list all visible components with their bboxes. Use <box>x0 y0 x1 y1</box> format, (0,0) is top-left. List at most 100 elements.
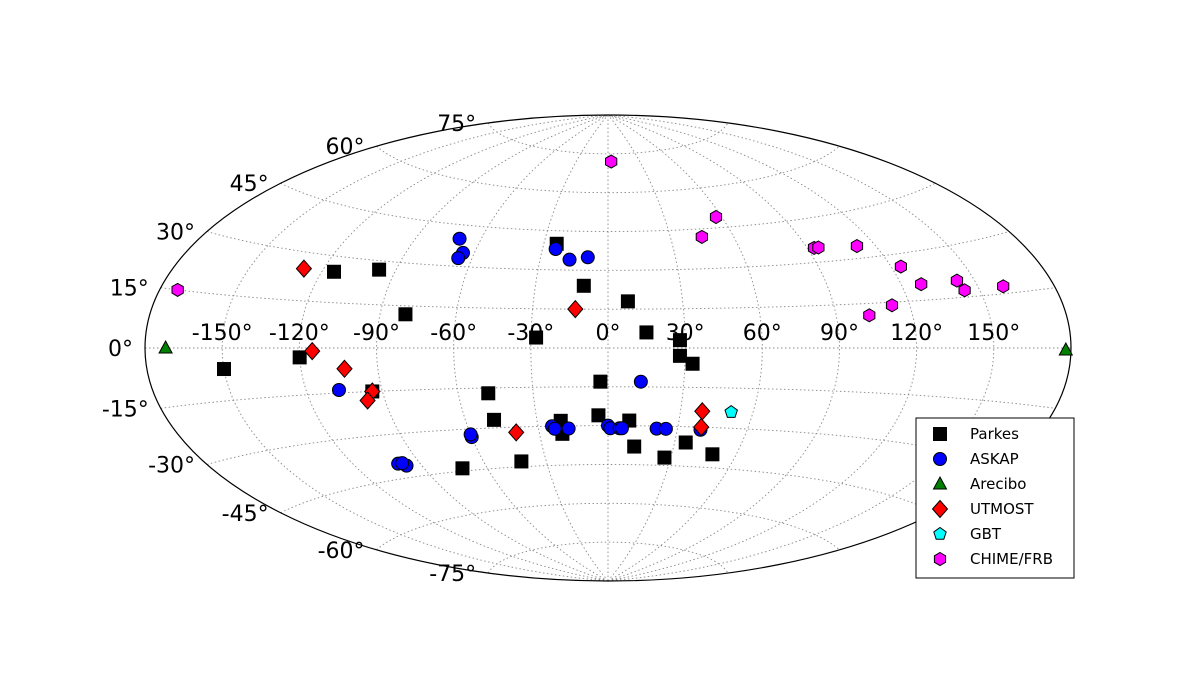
askap-point <box>547 421 562 436</box>
utmost-point <box>567 299 584 319</box>
legend-label-askap: ASKAP <box>970 450 1019 468</box>
meridian-gridline <box>453 114 609 582</box>
legend-label-chime-frb: CHIME/FRB <box>970 550 1053 568</box>
askap-point <box>633 374 648 389</box>
parkes-point <box>705 447 720 462</box>
legend-box <box>915 417 1075 579</box>
askap-point <box>580 250 595 265</box>
chime-frb-point <box>171 282 184 297</box>
parkes-point <box>672 348 687 363</box>
parkes-point <box>678 435 693 450</box>
parkes-point <box>627 439 642 454</box>
grid-layer <box>145 114 1071 582</box>
parallel-gridline <box>280 464 936 514</box>
parkes-point <box>620 294 635 309</box>
parkes-point <box>591 408 606 423</box>
parallel-gridline <box>376 502 840 551</box>
chime-frb-point <box>850 239 864 254</box>
latitude-tick-label: -45° <box>222 502 269 527</box>
longitude-tick-label: -120° <box>269 321 330 346</box>
parkes-point <box>327 264 342 279</box>
utmost-point <box>693 417 710 437</box>
askap-point <box>658 421 673 436</box>
parallel-gridline <box>487 541 729 574</box>
parallel-gridline <box>376 145 840 194</box>
parkes-point <box>657 450 672 465</box>
parkes-point <box>481 386 496 401</box>
legend-label-parkes: Parkes <box>970 425 1019 443</box>
legend-label-arecibo: Arecibo <box>970 475 1026 493</box>
longitude-tick-label: 60° <box>743 321 782 346</box>
askap-point <box>452 231 467 246</box>
utmost-point <box>336 359 353 379</box>
latitude-tick-label: 0° <box>108 337 133 362</box>
longitude-tick-label: 120° <box>890 321 943 346</box>
utmost-point <box>359 391 376 410</box>
legend-label-utmost: UTMOST <box>970 500 1034 518</box>
askap-point <box>463 427 478 442</box>
chime-frb-point <box>605 154 618 169</box>
parkes-point <box>576 278 591 293</box>
gbt-point <box>724 404 738 418</box>
latitude-tick-label: -60° <box>318 539 365 564</box>
parallel-gridline <box>160 386 1056 409</box>
parkes-point <box>672 333 687 348</box>
latitude-tick-label: -15° <box>102 397 149 422</box>
parkes-point <box>292 350 307 365</box>
longitude-tick-label: 90° <box>820 321 859 346</box>
parallel-gridline <box>160 287 1056 310</box>
utmost-point <box>508 423 525 442</box>
askap-point <box>548 241 563 256</box>
parkes-point <box>639 325 654 340</box>
askap-point <box>614 421 629 436</box>
chime-frb-point <box>958 283 971 298</box>
parkes-point <box>514 454 529 469</box>
chime-frb-point <box>950 273 964 288</box>
chime-frb-point <box>915 277 928 292</box>
latitude-tick-label: -30° <box>148 454 195 479</box>
arecibo-point <box>1058 341 1074 356</box>
longitude-tick-label: -150° <box>192 321 253 346</box>
chime-frb-point <box>709 209 723 225</box>
legend-marker-chime-frb <box>933 551 947 567</box>
chime-frb-point <box>863 308 876 323</box>
longitude-tick-label: 150° <box>967 321 1020 346</box>
latitude-tick-label: 45° <box>230 172 269 197</box>
data-points <box>158 154 1074 476</box>
askap-point <box>562 252 577 267</box>
chime-frb-point <box>885 298 899 313</box>
latitude-tick-label: 60° <box>326 135 365 160</box>
latitude-tick-label: 30° <box>156 221 195 246</box>
parkes-point <box>529 330 544 345</box>
latitude-tick-label: 75° <box>437 112 476 137</box>
latitude-tick-label: -75° <box>429 562 476 587</box>
parkes-point <box>487 412 502 427</box>
latitude-tick-label: 15° <box>110 277 149 302</box>
arecibo-point <box>158 339 173 354</box>
legend-marker-askap <box>933 452 947 466</box>
askap-point <box>331 382 346 397</box>
meridian-gridline <box>607 114 840 582</box>
parkes-point <box>593 374 608 389</box>
tick-labels: -150° -120° -90° -60° -30° 0° 30° 60° 90° 120° 150… <box>102 112 1020 587</box>
chime-frb-point <box>997 279 1010 294</box>
legend-marker-gbt <box>933 526 947 540</box>
askap-point <box>451 251 466 266</box>
chime-frb-point <box>812 240 825 255</box>
parkes-point <box>455 461 470 476</box>
meridian-gridline <box>607 114 995 582</box>
parallel-gridline <box>487 122 729 155</box>
parkes-point <box>398 307 413 322</box>
longitude-tick-label: 0° <box>596 321 621 346</box>
chime-frb-point <box>894 259 907 274</box>
legend-marker-parkes <box>933 427 947 441</box>
legend-marker-utmost <box>931 499 949 519</box>
longitude-tick-label: -90° <box>353 321 400 346</box>
legend-marker-arecibo <box>932 475 948 490</box>
parkes-point <box>217 362 232 377</box>
longitude-tick-label: -60° <box>430 321 477 346</box>
askap-point <box>561 421 576 436</box>
chime-frb-point <box>695 229 708 244</box>
